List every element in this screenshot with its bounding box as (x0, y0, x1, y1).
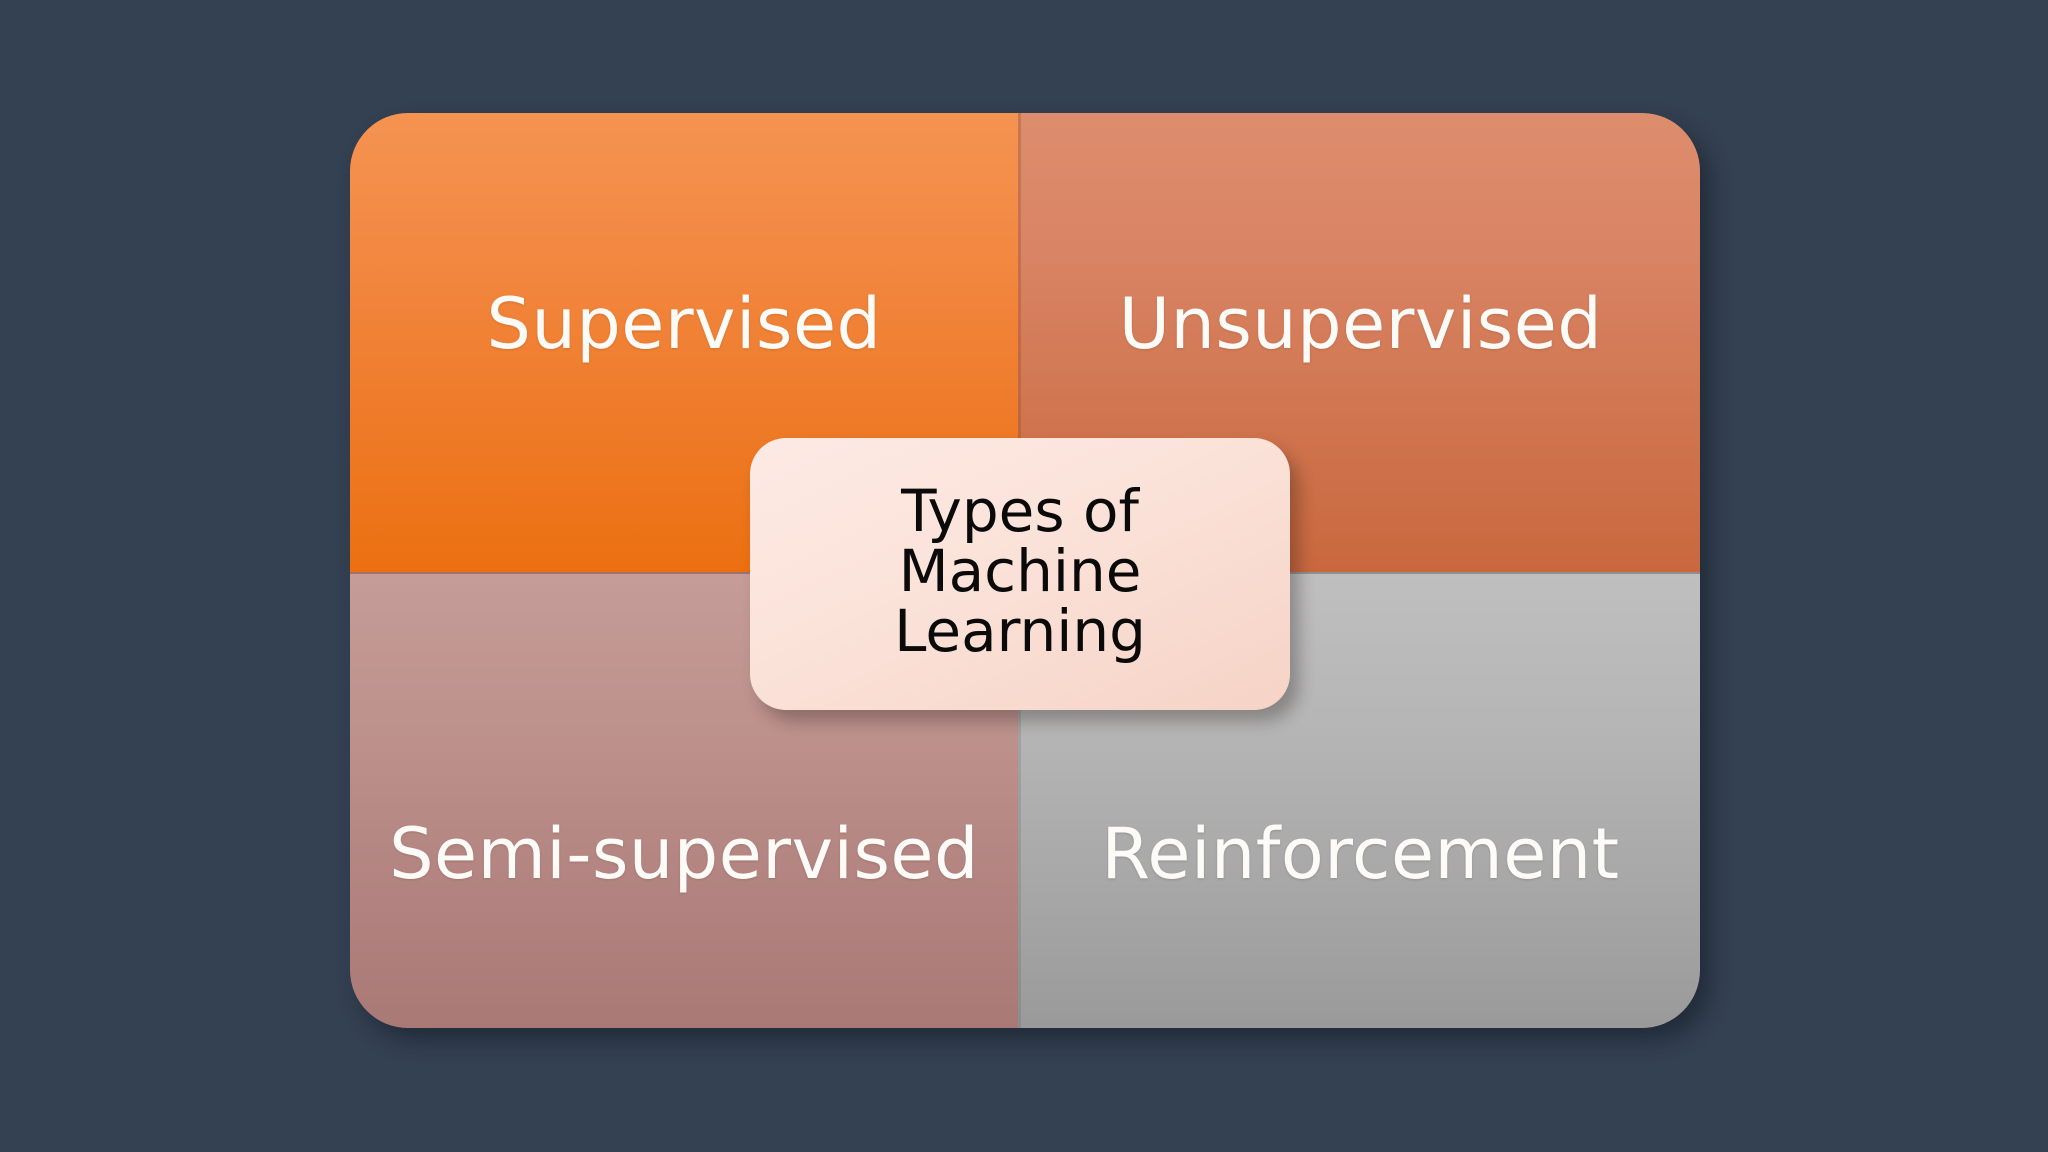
center-title-badge[interactable]: Types of Machine Learning (750, 438, 1290, 710)
quadrant-reinforcement-label: Reinforcement (1101, 813, 1620, 896)
quadrant-supervised-label: Supervised (486, 282, 882, 365)
center-title-text: Types of Machine Learning (894, 477, 1146, 665)
quadrant-semi-supervised-label: Semi-supervised (389, 813, 979, 896)
quadrant-matrix: Supervised Unsupervised Semi-supervised … (350, 113, 1700, 1028)
quadrant-supervised[interactable]: Supervised (350, 113, 1018, 572)
quadrant-unsupervised-label: Unsupervised (1118, 282, 1603, 365)
